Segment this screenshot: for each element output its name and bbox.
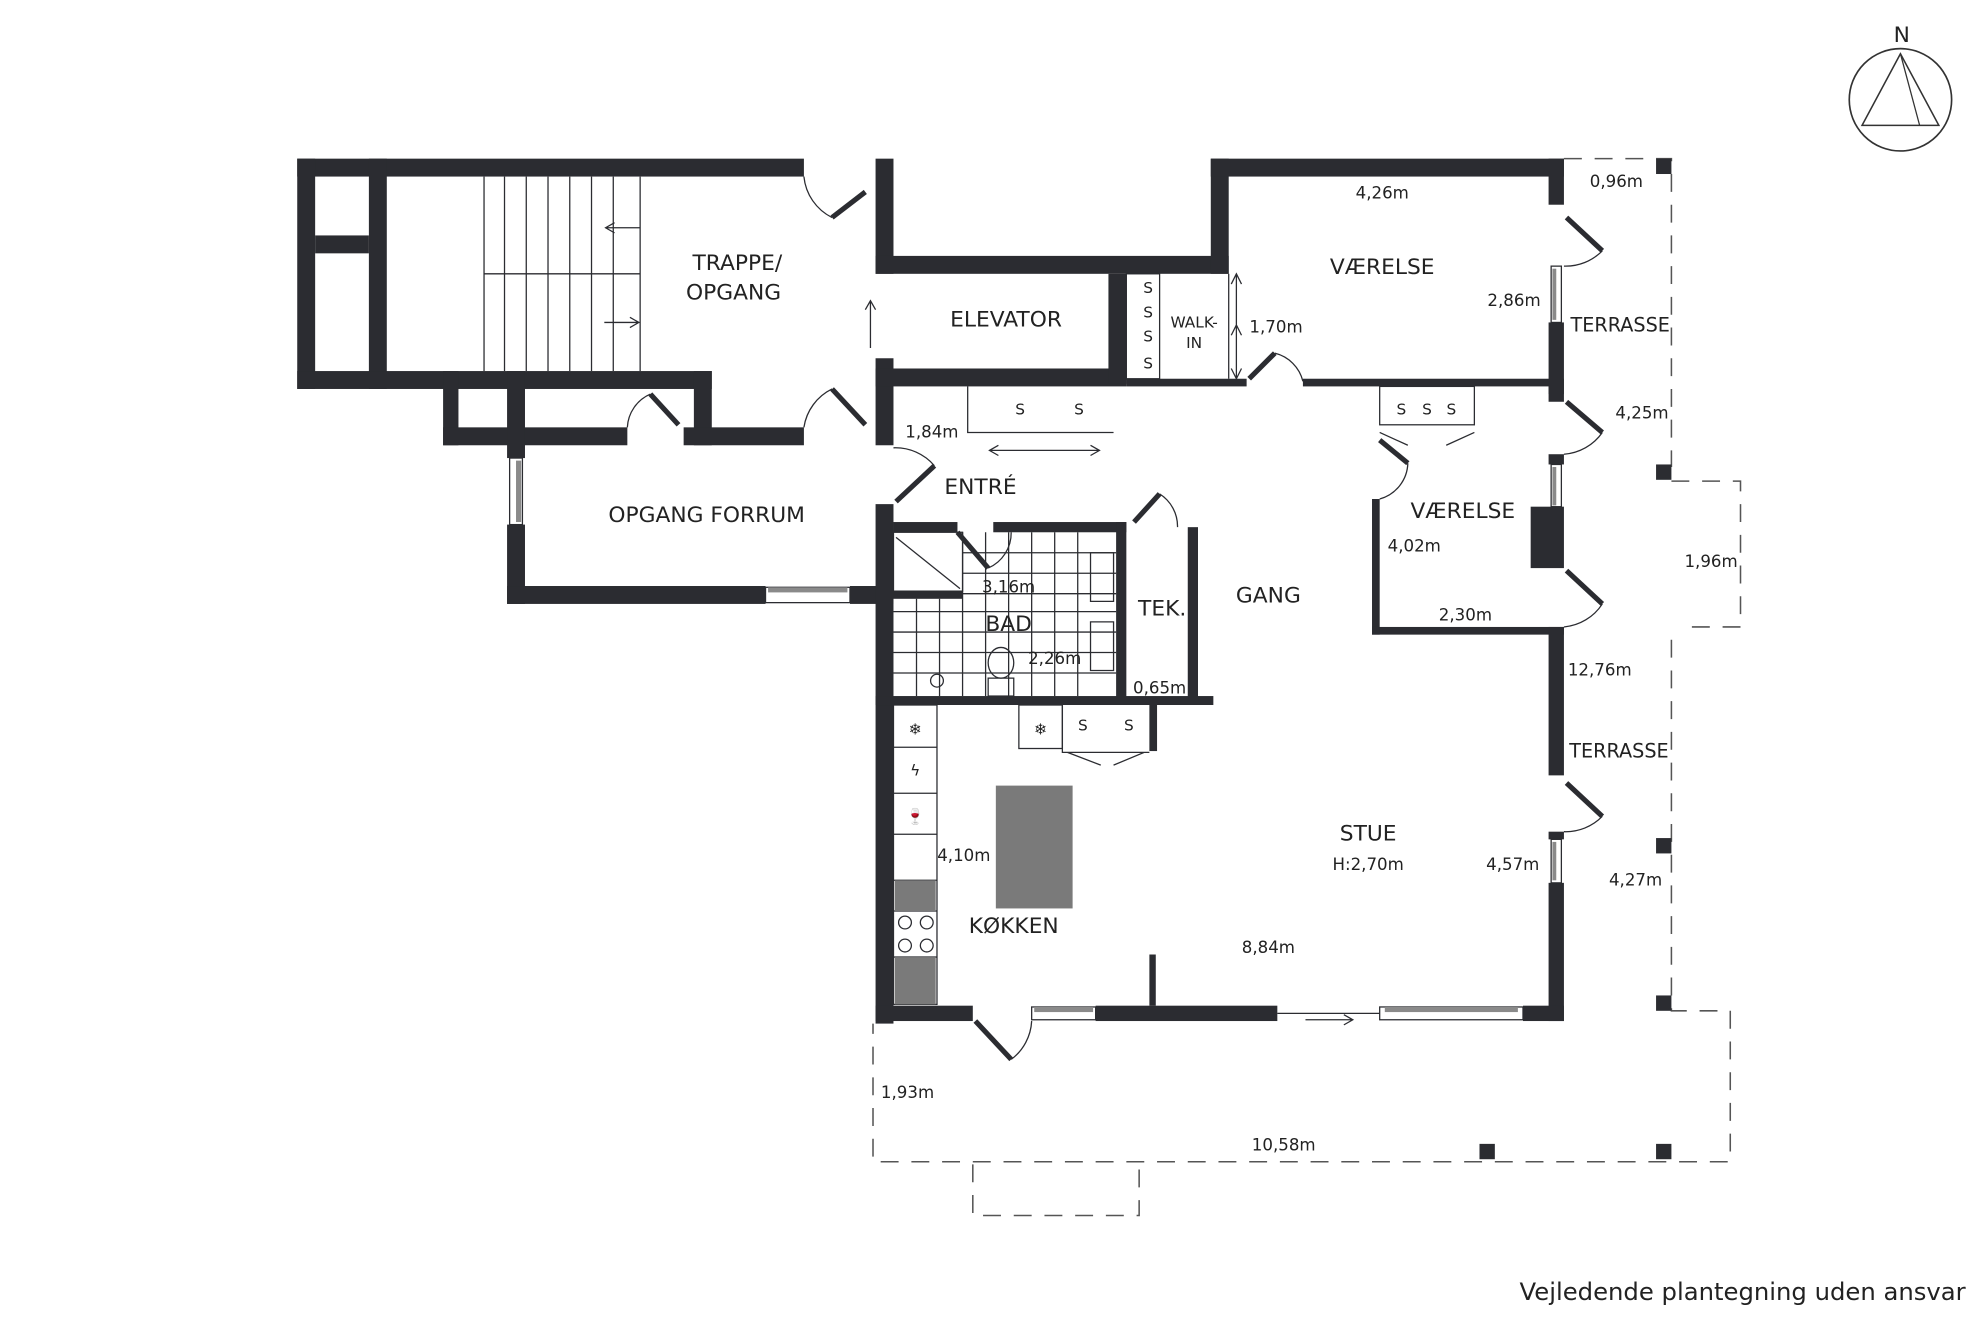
doors: [626, 176, 1605, 1062]
storage-mark: S: [1078, 717, 1088, 735]
room-label-stue: STUE: [1340, 822, 1397, 847]
room-label-elevator: ELEVATOR: [950, 307, 1062, 332]
storage-mark: S: [1074, 401, 1084, 419]
dimension-label: 4,25m: [1615, 403, 1668, 422]
dimension-label: 2,30m: [1439, 606, 1492, 625]
windows: [508, 265, 1563, 1026]
bathroom-tiles: [893, 532, 1117, 697]
room-label-vaerelse-2: VÆRELSE: [1411, 499, 1516, 524]
dimension-label: 1,93m: [881, 1083, 934, 1102]
dimension-label: 4,26m: [1356, 183, 1409, 202]
walls: [297, 158, 1564, 1024]
storage-mark: S: [1143, 328, 1153, 346]
storage-mark: S: [1422, 401, 1432, 419]
dimension-label: 4,57m: [1486, 855, 1539, 874]
room-label-bad: BAD: [985, 612, 1032, 637]
room-label-opgang: OPGANG: [686, 280, 781, 305]
fixtures: ❄ ❄ ϟ 🍷: [892, 272, 1476, 1006]
disclaimer-text: Vejledende plantegning uden ansvar: [1520, 1277, 1966, 1306]
dimension-label: 1,96m: [1684, 552, 1737, 571]
north-compass-icon: N: [1848, 23, 1953, 152]
storage-marks: S S S S S S S S S S S: [1015, 279, 1456, 735]
storage-mark: S: [1015, 401, 1025, 419]
dimension-label: 8,84m: [1242, 938, 1295, 957]
dimension-label: 4,27m: [1609, 870, 1662, 889]
room-height: H:2,70m: [1333, 855, 1404, 874]
room-label-vaerelse-1: VÆRELSE: [1330, 255, 1435, 280]
dimension-label: 1,84m: [905, 423, 958, 442]
storage-mark: S: [1143, 279, 1153, 297]
room-label-tek: TEK.: [1137, 596, 1186, 621]
dimension-label: 1,70m: [1249, 318, 1302, 337]
room-label-terrasse-1: TERRASSE: [1570, 313, 1670, 336]
storage-mark: S: [1446, 401, 1456, 419]
dimension-label: 4,10m: [937, 846, 990, 865]
room-label-gang: GANG: [1236, 584, 1301, 609]
storage-mark: S: [1143, 354, 1153, 372]
dimension-label: 2,86m: [1487, 291, 1540, 310]
room-label-entre: ENTRÉ: [944, 474, 1016, 500]
room-label-trappe: TRAPPE/: [692, 251, 783, 276]
storage-mark: S: [1397, 401, 1407, 419]
dimension-label: 10,58m: [1252, 1135, 1316, 1154]
fridge-freezer-icon: ❄: [1034, 720, 1047, 738]
dimension-label: 2,26m: [1028, 649, 1081, 668]
terrace-outline: [872, 157, 1742, 1217]
dimension-label: 3,16m: [982, 577, 1035, 596]
room-label-terrasse-2: TERRASSE: [1568, 739, 1668, 762]
dishwasher-icon: 🍷: [906, 807, 925, 825]
room-labels: TRAPPE/ OPGANG ELEVATOR WALK- IN VÆRELSE…: [608, 251, 1670, 939]
dimension-label: 0,96m: [1590, 172, 1643, 191]
dimension-label: 0,65m: [1133, 678, 1186, 697]
room-label-walkin-2: IN: [1186, 334, 1202, 352]
storage-mark: S: [1143, 303, 1153, 321]
kitchen-island: [995, 785, 1073, 909]
dimension-labels: 4,26m 0,96m 2,86m 1,70m 4,25m 1,84m 4,02…: [881, 172, 1738, 1154]
cooktop-icon: [897, 915, 934, 953]
room-label-walkin: WALK-: [1170, 314, 1217, 332]
storage-mark: S: [1124, 717, 1134, 735]
staircase: [483, 176, 877, 372]
room-label-opgang-forrum: OPGANG FORRUM: [608, 503, 805, 528]
room-label-kokken: KØKKEN: [969, 914, 1059, 939]
oven-icon: ϟ: [910, 761, 920, 779]
freezer-icon: ❄: [909, 720, 922, 738]
dimension-label: 12,76m: [1568, 661, 1632, 680]
dimension-label: 4,02m: [1388, 536, 1441, 555]
compass-north-label: N: [1894, 23, 1910, 48]
